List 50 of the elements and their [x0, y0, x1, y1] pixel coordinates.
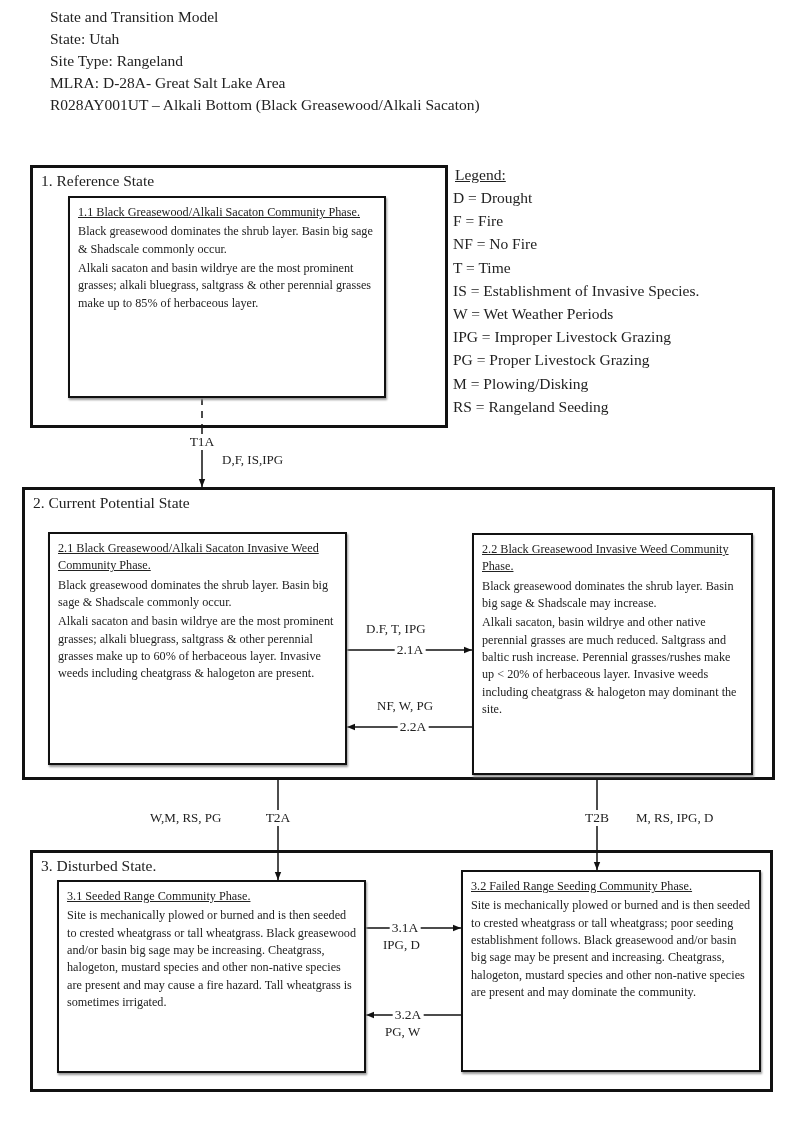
- phase-title: 1.1 Black Greasewood/Alkali Sacaton Community Phase.: [78, 204, 361, 221]
- legend-entry: M = Plowing/Disking: [453, 374, 589, 393]
- header-text: State: Utah: [50, 30, 120, 48]
- state-box: [22, 487, 775, 780]
- phase-box: [57, 880, 366, 1073]
- phase-title: 2.1 Black Greasewood/Alkali Sacaton Invasive Weed Community Phase.: [58, 540, 320, 575]
- legend-entry: PG = Proper Livestock Grazing: [453, 351, 650, 370]
- state-box: [30, 850, 773, 1092]
- state-title: 3. Disturbed State.: [41, 857, 157, 875]
- legend-entry: W = Wet Weather Periods: [453, 305, 614, 323]
- legend-entry: NF = No Fire: [453, 235, 538, 254]
- state-title: 2. Current Potential State: [33, 494, 190, 512]
- title: State and Transition Model: [50, 8, 219, 26]
- trigger-label: D.F, T, IPG: [366, 621, 426, 637]
- legend-entry: T = Time: [453, 258, 511, 277]
- edge-label: T2A: [263, 810, 293, 826]
- legend-entry: F = Fire: [453, 212, 504, 231]
- trigger-label: W,M, RS, PG: [150, 810, 222, 826]
- trigger-label: PG, W: [385, 1024, 421, 1040]
- trigger-label: IPG, D: [383, 937, 420, 953]
- phase-title: 3.2 Failed Range Seeding Community Phase.: [471, 878, 694, 895]
- state-box: [30, 165, 448, 428]
- phase-description: Black greasewood dominates the shrub layer. Basin big sage & Shadscale commonly occur.: [78, 223, 374, 258]
- phase-description: Site is mechanically plowed or burned and is then seeded to crested wheatgrass or tall wheatgrass; poor seeding establishment follows. Black greasewood and/or basin big sage may be present and increasing. Cheatgrass, halogeton, mustard species and other non-native species are present and may dominate the community.: [471, 897, 751, 1001]
- legend-entry: IPG = Improper Livestock Grazing: [453, 328, 671, 347]
- header-text: MLRA: D-28A- Great Salt Lake Area: [50, 74, 286, 92]
- phase-description: Alkali sacaton and basin wildrye are the most prominent grasses; alkali bluegrass, saltgrass & other perennial grasses make up to 85% of herbaceous layer.: [78, 260, 373, 312]
- edge-label: T1A: [187, 434, 217, 450]
- phase-box: [68, 196, 386, 398]
- legend-title: Legend:: [455, 166, 506, 184]
- phase-description: Site is mechanically plowed or burned and is then seeded to crested wheatgrass or tall wheatgrass. Black greasewood and/or basin big sage may be increasing. Cheatgrass, halogeton, mustard species and other non-native species are present and may cause a fire hazard. Tall wheatgrass is sometimes irrigated.: [67, 907, 356, 1011]
- state-title: 1. Reference State: [41, 172, 155, 190]
- header-text: R028AY001UT – Alkali Bottom (Black Greasewood/Alkali Sacaton): [50, 96, 480, 114]
- legend-entry: D = Drought: [453, 189, 533, 207]
- phase-title: 2.2 Black Greasewood Invasive Weed Community Phase.: [482, 541, 730, 576]
- edge-label: T2B: [583, 810, 611, 826]
- trigger-label: M, RS, IPG, D: [636, 810, 714, 826]
- phase-description: Black greasewood dominates the shrub layer. Basin big sage & Shadscale may increase.: [482, 577, 735, 612]
- trigger-label: NF, W, PG: [377, 698, 434, 714]
- legend-entry: RS = Rangeland Seeding: [453, 397, 609, 416]
- trigger-label: D,F, IS,IPG: [222, 452, 284, 468]
- phase-description: Alkali sacaton, basin wildrye and other native perennial grasses are much reduced. Saltgrass and baltic rush increase. Perennial grasses/rushes make up < 20% of herbaceous layer. Invasive weeds including cheatgrass & halogeton may dominant the site.: [482, 614, 738, 718]
- phase-title: 3.1 Seeded Range Community Phase.: [67, 888, 252, 905]
- phase-box: [472, 533, 753, 775]
- phase-description: Black greasewood dominates the shrub layer. Basin big sage & Shadscale commonly occur.: [58, 576, 330, 611]
- phase-box: [461, 870, 761, 1072]
- phase-description: Alkali sacaton and basin wildrye are the most prominent grasses; alkali bluegrass, saltgrass & other perennial grasses make up to 60% of herbaceous layer. Invasive weeds including cheatgrass & halogeton are present.: [58, 613, 335, 683]
- phase-box: [48, 532, 347, 765]
- header-text: Site Type: Rangeland: [50, 52, 183, 70]
- legend-entry: IS = Establishment of Invasive Species.: [453, 281, 700, 300]
